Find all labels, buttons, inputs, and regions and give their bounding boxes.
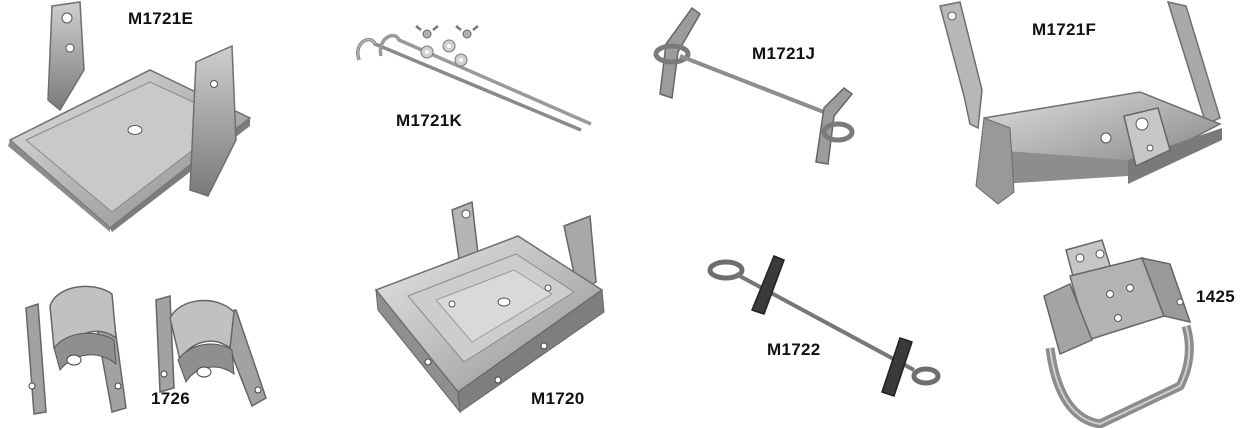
wing-nut-icon xyxy=(455,25,479,39)
battery-tray-m1720 xyxy=(374,200,605,414)
brackets-1726 xyxy=(25,285,267,415)
label-m1722: M1722 xyxy=(767,340,821,359)
label-m1721k: M1721K xyxy=(396,111,463,130)
label-m1721f: M1721F xyxy=(1032,20,1097,39)
hold-down-rods-m1721k xyxy=(356,25,592,132)
hold-down-rod-m1721j xyxy=(653,6,855,165)
battery-tray-m1721f xyxy=(939,0,1222,205)
battery-tray-m1721e xyxy=(8,1,252,232)
label-m1720: M1720 xyxy=(531,389,585,408)
label-m1721e: M1721E xyxy=(128,9,194,28)
label-m1721j: M1721J xyxy=(752,44,816,63)
battery-bracket-1425 xyxy=(1043,239,1194,428)
hold-down-rod-m1722 xyxy=(707,255,941,397)
label-1726: 1726 xyxy=(151,389,191,408)
wing-nut-icon xyxy=(415,25,439,39)
label-1425: 1425 xyxy=(1196,287,1236,306)
